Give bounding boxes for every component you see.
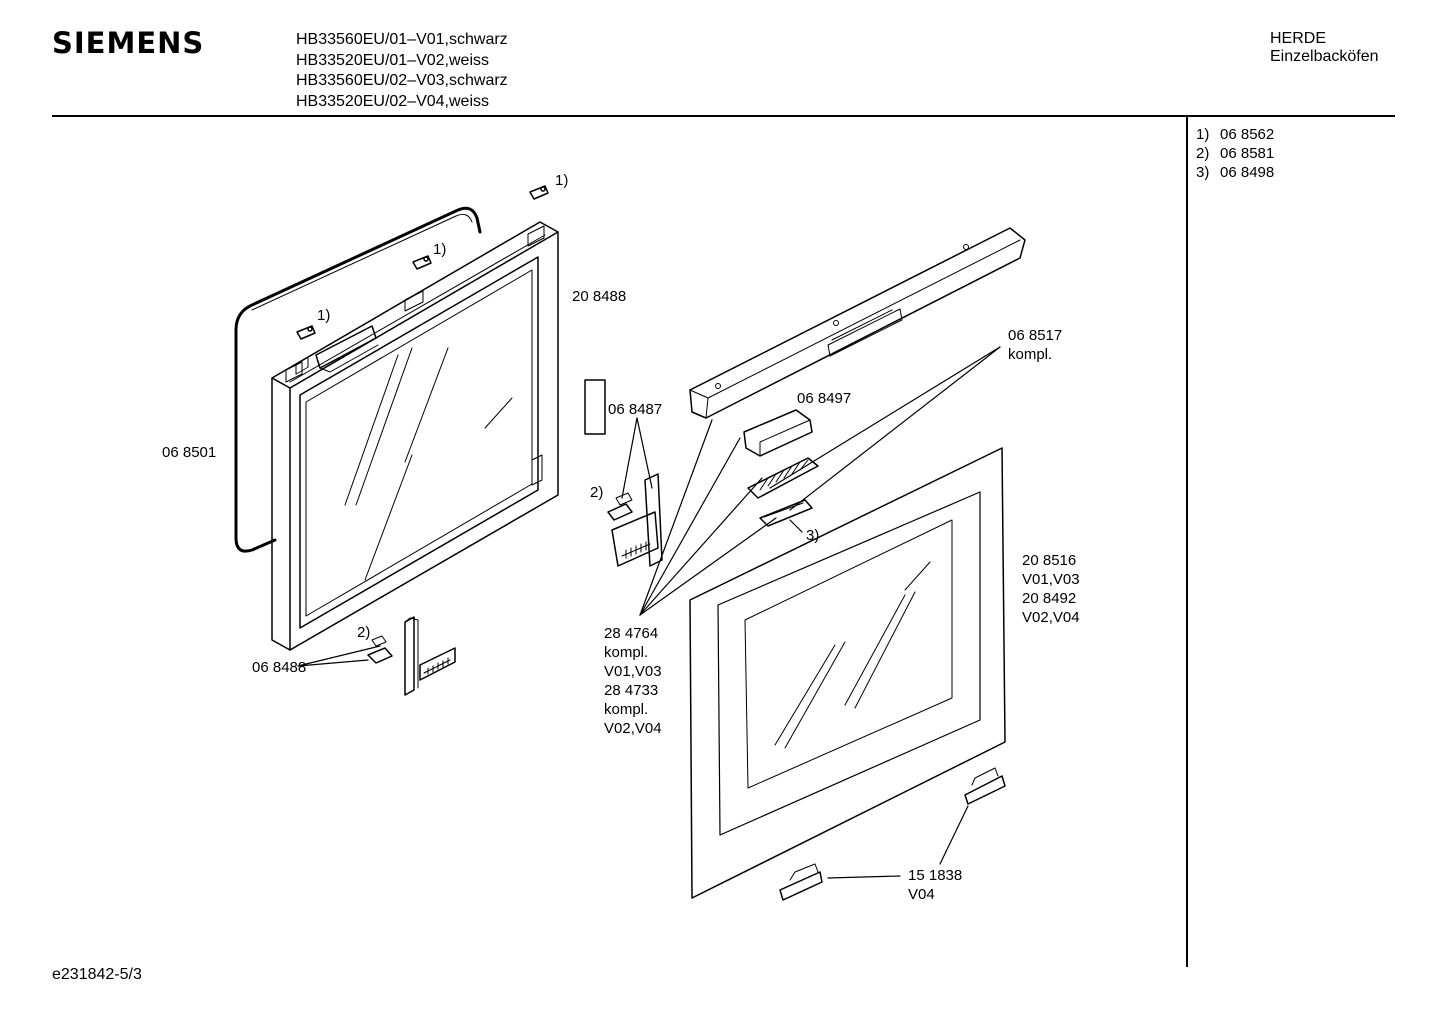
note-marker-2: 2) [590,484,604,501]
label-line: 28 4733 [604,682,659,699]
reference-part: 06 8581 [1220,145,1275,162]
grip-insert [747,457,819,499]
note-marker-1: 1) [433,241,447,258]
note-marker-3: 3) [806,527,820,544]
reference-part: 06 8498 [1220,164,1275,181]
note-marker-1: 1) [555,172,569,189]
header-divider [52,115,1395,117]
door-seal [234,206,482,553]
label-151838: 15 1838 V04 [908,866,962,904]
label-line: 15 1838 [908,867,963,884]
label-line: 28 4764 [604,625,659,642]
reference-list: 1) 06 8562 2) 06 8581 3) 06 8498 [1196,125,1274,182]
label-line: V02,V04 [1022,609,1080,626]
reference-row: 3) 06 8498 [1196,163,1274,182]
reference-part: 06 8562 [1220,126,1275,143]
note-marker-2: 2) [357,624,371,641]
label-068501: 06 8501 [162,444,217,461]
label-line: 20 8492 [1022,590,1077,607]
label-line: kompl. [604,644,649,661]
reference-key: 3) [1196,164,1210,181]
label-line: V02,V04 [604,720,662,737]
reference-key: 1) [1196,126,1210,143]
label-line: V01,V03 [604,663,662,680]
model-line: HB33520EU/02–V04,weiss [296,92,490,110]
label-line: 20 8516 [1022,552,1077,569]
reference-row: 2) 06 8581 [1196,144,1274,163]
label-line: V04 [908,886,935,903]
glass-clips [779,767,1006,901]
label-line: kompl. [604,701,649,718]
category-line1: HERDE [1270,30,1327,47]
model-line: HB33560EU/02–V03,schwarz [296,72,508,89]
model-list: HB33560EU/01–V01,schwarz HB33520EU/01–V0… [296,30,508,112]
note-marker-1: 1) [317,307,331,324]
label-068517: 06 8517 kompl. [1008,326,1062,364]
seal-3 [759,499,813,527]
label-line: 06 8517 [1008,327,1063,344]
label-line: kompl. [1008,346,1053,363]
label-line: V01,V03 [1022,571,1080,588]
brand-logo: SIEMENS [52,26,205,60]
hinge-bottom-left [367,616,456,696]
category: HERDE Einzelbacköfen [1270,30,1379,66]
hinge-middle [584,379,663,567]
model-line: HB33520EU/01–V02,weiss [296,51,490,69]
category-line2: Einzelbacköfen [1270,48,1379,65]
label-068488: 06 8488 [252,659,307,676]
model-line: HB33560EU/01–V01,schwarz [296,31,508,48]
side-divider [1186,117,1188,967]
door-handle [689,227,1026,419]
label-068487: 06 8487 [608,401,663,418]
reference-row: 1) 06 8562 [1196,125,1274,144]
reference-key: 2) [1196,145,1210,162]
label-208516: 20 8516 V01,V03 20 8492 V02,V04 [1022,551,1080,627]
clip-part [296,185,549,340]
label-284764: 28 4764 kompl. V01,V03 28 4733 kompl. V0… [604,624,662,738]
outer-glass [689,447,1006,899]
label-208488: 20 8488 [572,288,627,305]
handle-cover [743,409,813,457]
inner-door-frame [271,221,559,651]
document-id: e231842-5/3 [52,966,142,983]
leader-lines [297,346,1001,879]
label-068497: 06 8497 [797,390,852,407]
